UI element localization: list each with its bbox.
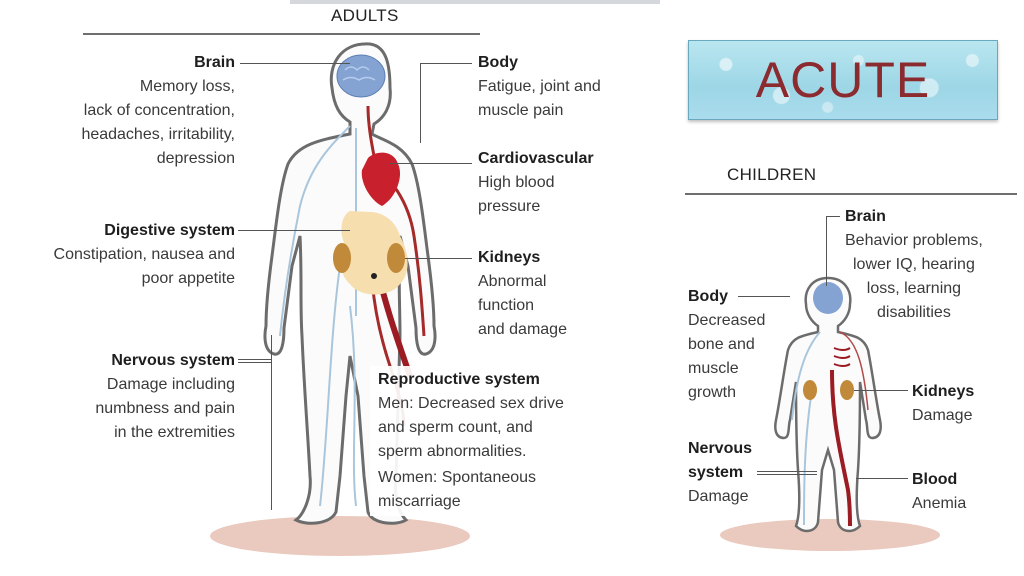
- child-silhouette: [774, 276, 882, 533]
- child-connector-nervous-1: [757, 471, 817, 472]
- heart-icon: [361, 152, 401, 206]
- connector-nervous-1: [238, 359, 272, 360]
- kidney-right-icon: [387, 243, 405, 273]
- adults-header-rule: [83, 33, 480, 35]
- acute-banner-text: ACUTE: [755, 52, 931, 108]
- adult-label-cardiovascular: Cardiovascular High blood pressure: [478, 150, 594, 215]
- adult-label-brain: Brain Memory loss, lack of concentration…: [81, 54, 235, 167]
- children-header-rule: [685, 193, 1017, 195]
- connector-body-h: [420, 63, 472, 64]
- adult-label-reproductive: Reproductive system Men: Decreased sex d…: [370, 366, 572, 516]
- child-label-body: Body Decreased bone and muscle growth: [688, 288, 766, 401]
- child-label-kidneys: Kidneys Damage: [912, 383, 975, 424]
- connector-body-v: [420, 63, 421, 143]
- connector-nervous-2: [238, 362, 272, 363]
- acute-banner: ACUTE: [688, 40, 998, 120]
- adult-floor-shadow: [210, 516, 470, 556]
- adult-label-nervous: Nervous system Damage including numbness…: [95, 352, 235, 441]
- child-kidney-left-icon: [803, 380, 817, 400]
- kidney-left-icon: [333, 243, 351, 273]
- connector-digestive: [238, 230, 350, 231]
- adults-header: ADULTS: [331, 6, 399, 25]
- child-connector-body: [738, 296, 790, 297]
- child-connector-brain-h: [826, 216, 840, 217]
- child-connector-kidneys: [854, 390, 908, 391]
- adult-label-body: Body Fatigue, joint and muscle pain: [478, 54, 601, 119]
- brain-icon: [336, 54, 386, 98]
- child-label-nervous: Nervous system Damage: [688, 440, 753, 505]
- child-connector-brain-v: [826, 216, 827, 286]
- child-ribs: [833, 347, 851, 367]
- child-floor-shadow: [720, 519, 940, 551]
- child-connector-blood: [856, 478, 908, 479]
- connector-kidneys: [405, 258, 472, 259]
- child-nerves: [791, 331, 821, 526]
- child-label-blood: Blood Anemia: [912, 471, 967, 512]
- connector-brain: [240, 63, 350, 64]
- connector-cardio: [390, 163, 472, 164]
- child-connector-nervous-2: [757, 474, 817, 475]
- children-header: CHILDREN: [727, 165, 817, 184]
- child-artery: [830, 369, 852, 527]
- connector-nervous-v: [271, 335, 272, 510]
- child-label-brain: Brain Behavior problems, lower IQ, heari…: [845, 208, 983, 321]
- top-bar-remnant: [290, 0, 660, 4]
- child-kidney-right-icon: [840, 380, 854, 400]
- child-body-figure: [720, 276, 940, 551]
- child-brain-icon: [813, 282, 843, 314]
- digestive-organs: [341, 211, 408, 295]
- adult-label-digestive: Digestive system Constipation, nausea an…: [53, 222, 235, 287]
- adult-label-kidneys: Kidneys Abnormal function and damage: [478, 249, 567, 338]
